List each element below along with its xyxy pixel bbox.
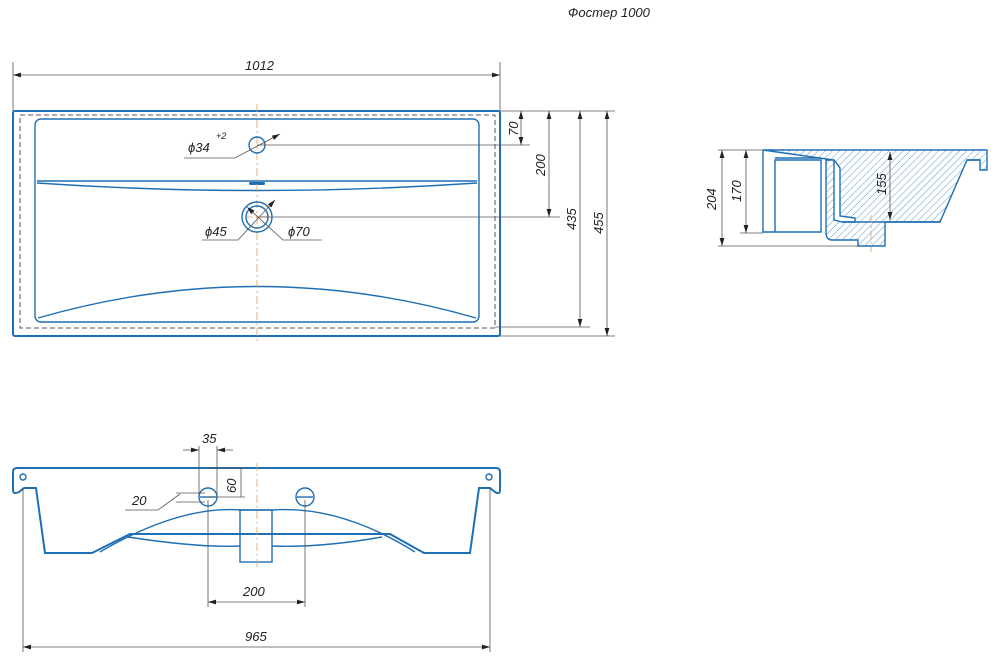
dim-455-label: 455	[591, 212, 606, 234]
cabinet-outline-dashed	[19, 114, 496, 329]
drawing-title: Фостер 1000	[568, 5, 651, 20]
dim-965-label: 965	[245, 629, 267, 644]
drain-outer-label: ϕ70	[288, 224, 310, 239]
front-bowl-curve	[99, 508, 416, 553]
basin-outline	[12, 110, 501, 337]
faucet-hole-label: ϕ34	[188, 140, 210, 155]
front-dim-200-label: 200	[242, 584, 265, 599]
top-view: 1012 ϕ34 +2 ϕ45 ϕ70 70 200 435 455	[12, 58, 615, 342]
dim-200-label: 200	[533, 154, 548, 177]
drain-pipe	[239, 509, 273, 563]
dim-60-label: 60	[224, 478, 239, 493]
overflow-slot	[249, 182, 265, 185]
dim-155-label: 155	[874, 173, 889, 195]
dim-20-label: 20	[131, 493, 147, 508]
dim-204-label: 204	[704, 188, 719, 211]
bowl-outline	[34, 118, 480, 323]
dim-35-label: 35	[202, 431, 217, 446]
dim-70-label: 70	[506, 121, 521, 136]
front-outline	[12, 467, 501, 554]
front-view: 35 60 20 200 965	[12, 431, 501, 652]
dim-435-label: 435	[564, 208, 579, 230]
width-dimension-label: 1012	[245, 58, 275, 73]
faucet-tolerance-label: +2	[216, 131, 226, 141]
dim-170-label: 170	[729, 180, 744, 202]
side-view: 204 170 155	[704, 149, 988, 252]
drain-inner-label: ϕ45	[205, 224, 227, 239]
side-section-front	[762, 150, 822, 233]
